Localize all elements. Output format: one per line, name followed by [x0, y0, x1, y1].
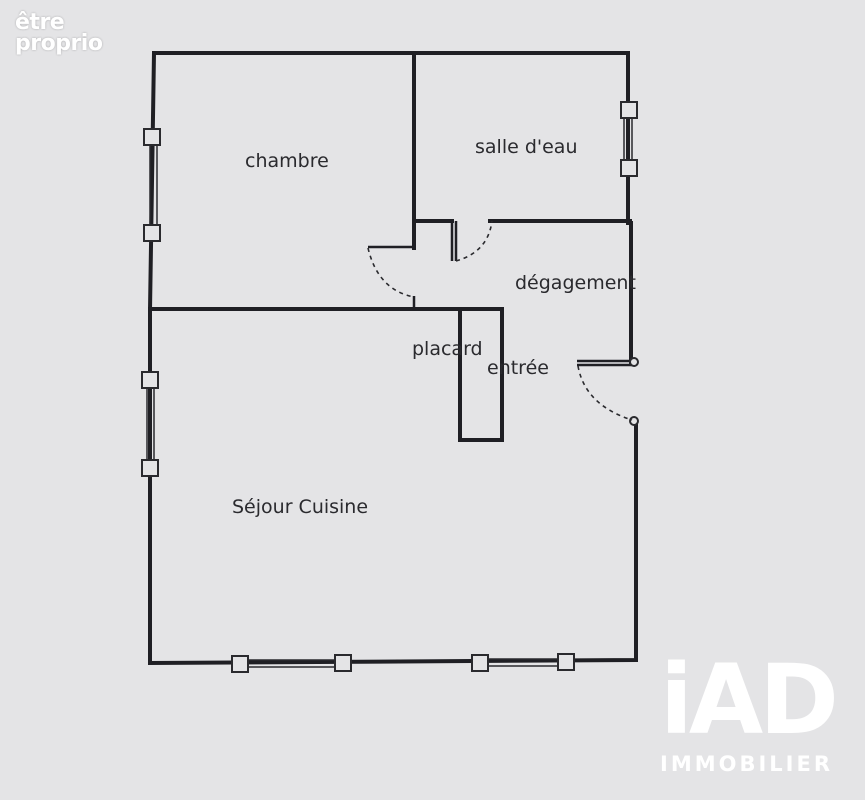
window-post: [231, 655, 249, 673]
room-label-salle-eau: salle d'eau: [475, 136, 578, 158]
iad-brand-mark: iAD: [660, 644, 839, 756]
door-swing-chambre: [367, 247, 415, 298]
wall-placard: [458, 307, 504, 442]
room-label-sejour: Séjour Cuisine: [232, 496, 368, 518]
iad-brand-sub: IMMOBILIER: [660, 752, 833, 776]
door-swing-entrance: [577, 365, 633, 421]
room-label-placard: placard: [412, 338, 483, 360]
iad-logo: iAD IMMOBILIER: [660, 650, 860, 776]
window-post: [141, 459, 159, 477]
door-swing-salle: [455, 220, 493, 262]
window-post: [143, 128, 161, 146]
window-post: [143, 224, 161, 242]
window-post: [471, 654, 489, 672]
etre-proprio-logo: être proprio: [15, 10, 103, 56]
logo-line-etre: être: [15, 10, 65, 35]
room-label-chambre: chambre: [245, 150, 329, 172]
window-post: [141, 371, 159, 389]
entrance-hinge-top: [629, 357, 639, 367]
window-post: [620, 101, 638, 119]
window-post: [620, 159, 638, 177]
room-label-degagement: dégagement: [515, 272, 636, 294]
window-post: [557, 653, 575, 671]
room-label-entree: entrée: [487, 357, 549, 379]
window-post: [334, 654, 352, 672]
entrance-hinge-bottom: [629, 416, 639, 426]
logo-line-proprio: proprio: [15, 31, 103, 56]
